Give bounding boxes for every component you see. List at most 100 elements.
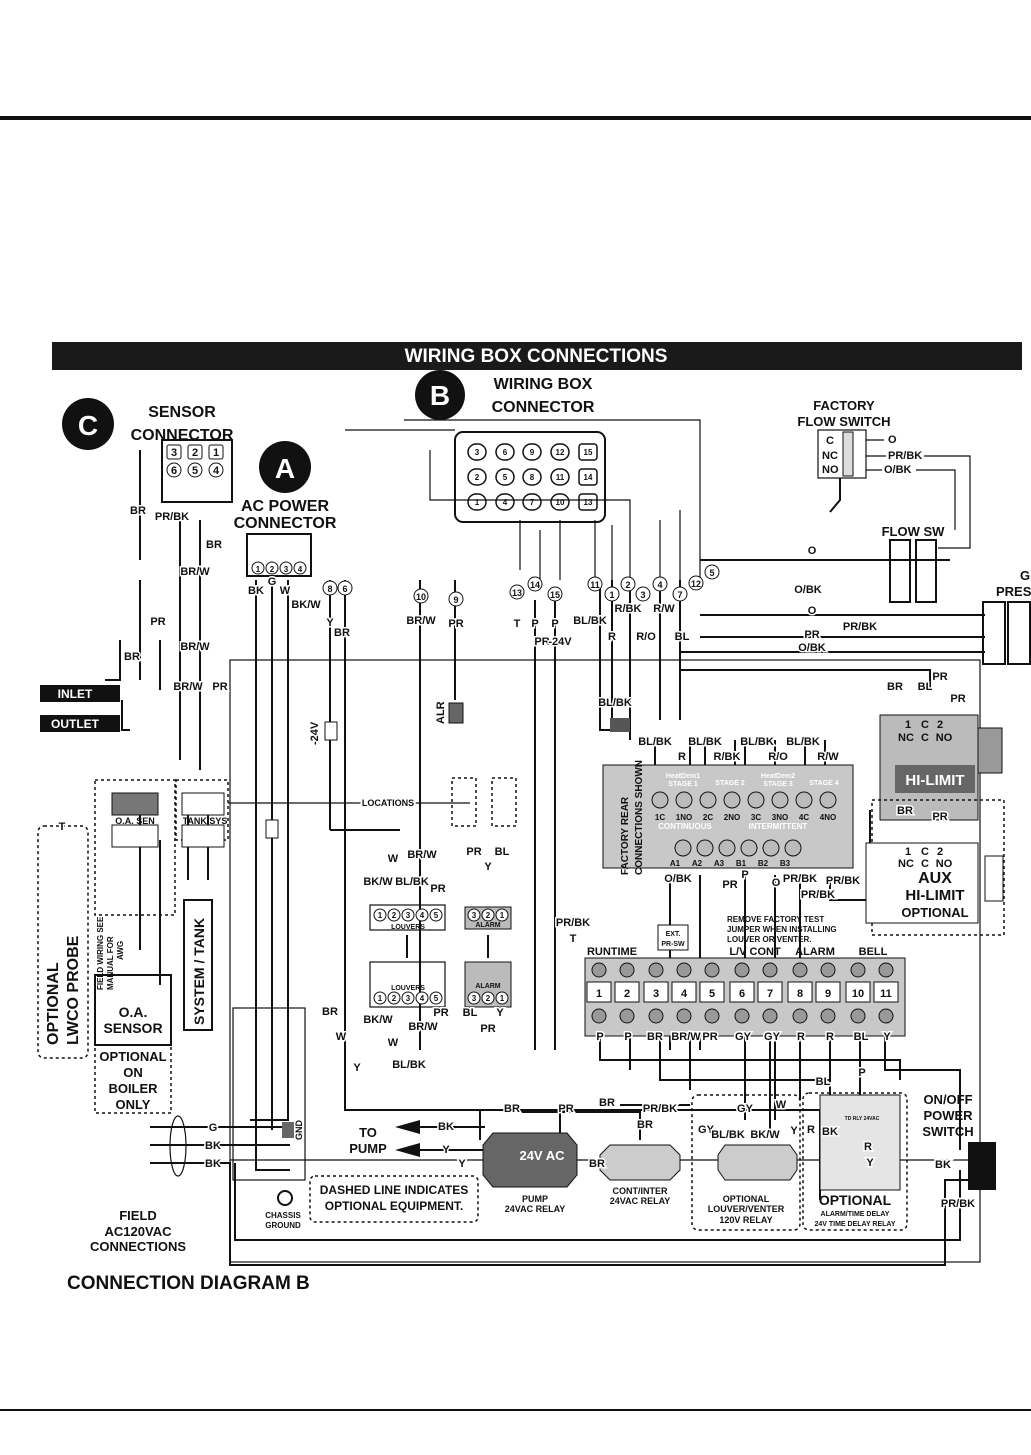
alarm-pin <box>495 991 509 1005</box>
wire-color-label: W <box>280 585 291 597</box>
oa-sen-label: O.A. SEN <box>115 816 155 826</box>
wire-number: 2 <box>625 580 630 590</box>
louver-pin-number: 5 <box>434 994 439 1003</box>
wb-pin-number: 10 <box>556 498 565 507</box>
wire-color-label: GY <box>735 1031 752 1043</box>
terminal-screw <box>762 962 778 978</box>
terminal-screw <box>792 962 808 978</box>
sensor-pin <box>208 444 224 460</box>
pump-relay: 24V AC PUMP 24VAC RELAY <box>482 1132 578 1214</box>
wire-color-label: PR <box>558 1103 573 1115</box>
relay-caption: PUMP <box>522 1194 548 1204</box>
wire-color-label: PR <box>480 1023 495 1035</box>
locations-label: LOCATIONS <box>362 798 414 808</box>
terminal-screw <box>676 962 692 978</box>
wire-color-label: R <box>864 1141 872 1153</box>
wb-pin <box>495 493 515 511</box>
wire-color-label: PR/BK <box>643 1103 677 1115</box>
wire-color-label: R <box>797 1031 805 1043</box>
wire-number: 3 <box>640 590 645 600</box>
factory-rear-note: CONNECTIONS SHOWN <box>634 760 645 875</box>
wire-color-label: R/O <box>768 751 788 763</box>
wire-number: 9 <box>453 595 458 605</box>
terminal-screw <box>850 962 866 978</box>
louvers-label: LOUVERS <box>391 985 425 992</box>
pressure-switch-label: PRES <box>996 584 1031 599</box>
relay-terminal-label: 3C <box>751 813 761 822</box>
louver-pin-number: 1 <box>378 994 383 1003</box>
on-off-power-switch[interactable]: ON/OFF POWER SWITCH <box>922 1092 996 1190</box>
wire-color-label: Y <box>484 861 492 873</box>
diagram-caption: CONNECTION DIAGRAM B <box>67 1273 310 1294</box>
wire-color-label: PR <box>950 693 965 705</box>
factory-flow-switch: FACTORY FLOW SWITCH C NC NO O PR/BK O/BK… <box>797 398 1031 665</box>
alarm-pin-number: 3 <box>472 994 477 1003</box>
wire-number: 13 <box>512 588 522 598</box>
wire-number-circle <box>704 564 720 580</box>
wire-color-label: BR <box>599 1097 615 1109</box>
aux-terminal: C <box>921 858 929 870</box>
louver-pin-number: 4 <box>420 994 425 1003</box>
ab-screw <box>784 839 802 857</box>
wb-pin-number: 8 <box>530 473 535 482</box>
alr-fuse <box>448 702 464 724</box>
rocker-switch[interactable] <box>968 1142 996 1190</box>
connector-letter: C <box>78 410 98 441</box>
wire-color-label: PR <box>212 681 227 693</box>
lv-cont-label: L/V CONT <box>729 946 781 958</box>
connector-title: CONNECTOR <box>234 515 337 532</box>
wire-color-label: BL <box>495 846 510 858</box>
wire-color-label: W <box>336 1031 347 1043</box>
sensor-pin-number: 4 <box>213 465 220 477</box>
terminal-screw <box>648 1008 664 1024</box>
field-label: CONNECTIONS <box>90 1239 186 1254</box>
tank-sys-label: TANK/SYS <box>183 816 228 826</box>
flow-switch-terminal: NC <box>822 450 838 462</box>
alr-label: ALR <box>435 701 447 724</box>
wire-color-label: BR <box>887 681 903 693</box>
relay-terminal-label: 3NO <box>772 813 788 822</box>
wire-number: 7 <box>677 590 682 600</box>
wire-color-label: GY <box>698 1124 715 1136</box>
wire-color-label: PR <box>932 811 947 823</box>
jumper-note: LOUVER OR VENTER. <box>727 935 811 944</box>
wb-pin <box>467 493 487 511</box>
wb-pin-number: 7 <box>530 498 535 507</box>
wire-color-label: PR/BK <box>155 511 189 523</box>
wire-color-label: PR <box>702 1031 717 1043</box>
connector-title: CONNECTOR <box>131 427 234 444</box>
terminal-cell <box>643 981 669 1003</box>
oa-sen-connector: O.A. SEN <box>94 779 176 916</box>
wire-color-label: BK/W <box>750 1129 780 1141</box>
wire-number-circle <box>652 576 668 592</box>
relay-screw <box>651 791 669 809</box>
flow-switch-title: FACTORY <box>813 398 875 413</box>
relay-screw <box>819 791 837 809</box>
wire-color-label: BL <box>918 681 933 693</box>
wire-color-label: BR <box>322 1006 338 1018</box>
relay-caption: 24V TIME DELAY RELAY <box>814 1221 895 1228</box>
wire-color-label: PR/BK <box>843 621 877 633</box>
system-tank-box: SYSTEM / TANK <box>183 899 213 1031</box>
wire-color-label: GY <box>737 1103 754 1115</box>
wb-pin-number: 1 <box>475 498 480 507</box>
sensor-pin <box>187 462 203 478</box>
louvers-label: LOUVERS <box>391 924 425 931</box>
wire-color-label: BR/W <box>180 566 210 578</box>
location-box <box>451 777 477 827</box>
wire-color-label: Y <box>458 1158 466 1170</box>
ext-pr-sw-label: EXT. <box>666 931 681 938</box>
alarm-plug-label: ALARM <box>475 922 500 929</box>
terminal-screw <box>820 962 836 978</box>
optional-boiler-note: ONLY <box>116 1097 151 1112</box>
wire-color-label: T <box>59 821 66 833</box>
dashed-line-legend: DASHED LINE INDICATES OPTIONAL EQUIPMENT… <box>309 1175 479 1223</box>
wire-number-circle <box>688 575 704 591</box>
aux-terminal: C <box>921 846 929 858</box>
wire-color-label: BL <box>816 1076 831 1088</box>
alarm-pin-number: 1 <box>500 994 505 1003</box>
wire-color-label: BR <box>637 1119 653 1131</box>
